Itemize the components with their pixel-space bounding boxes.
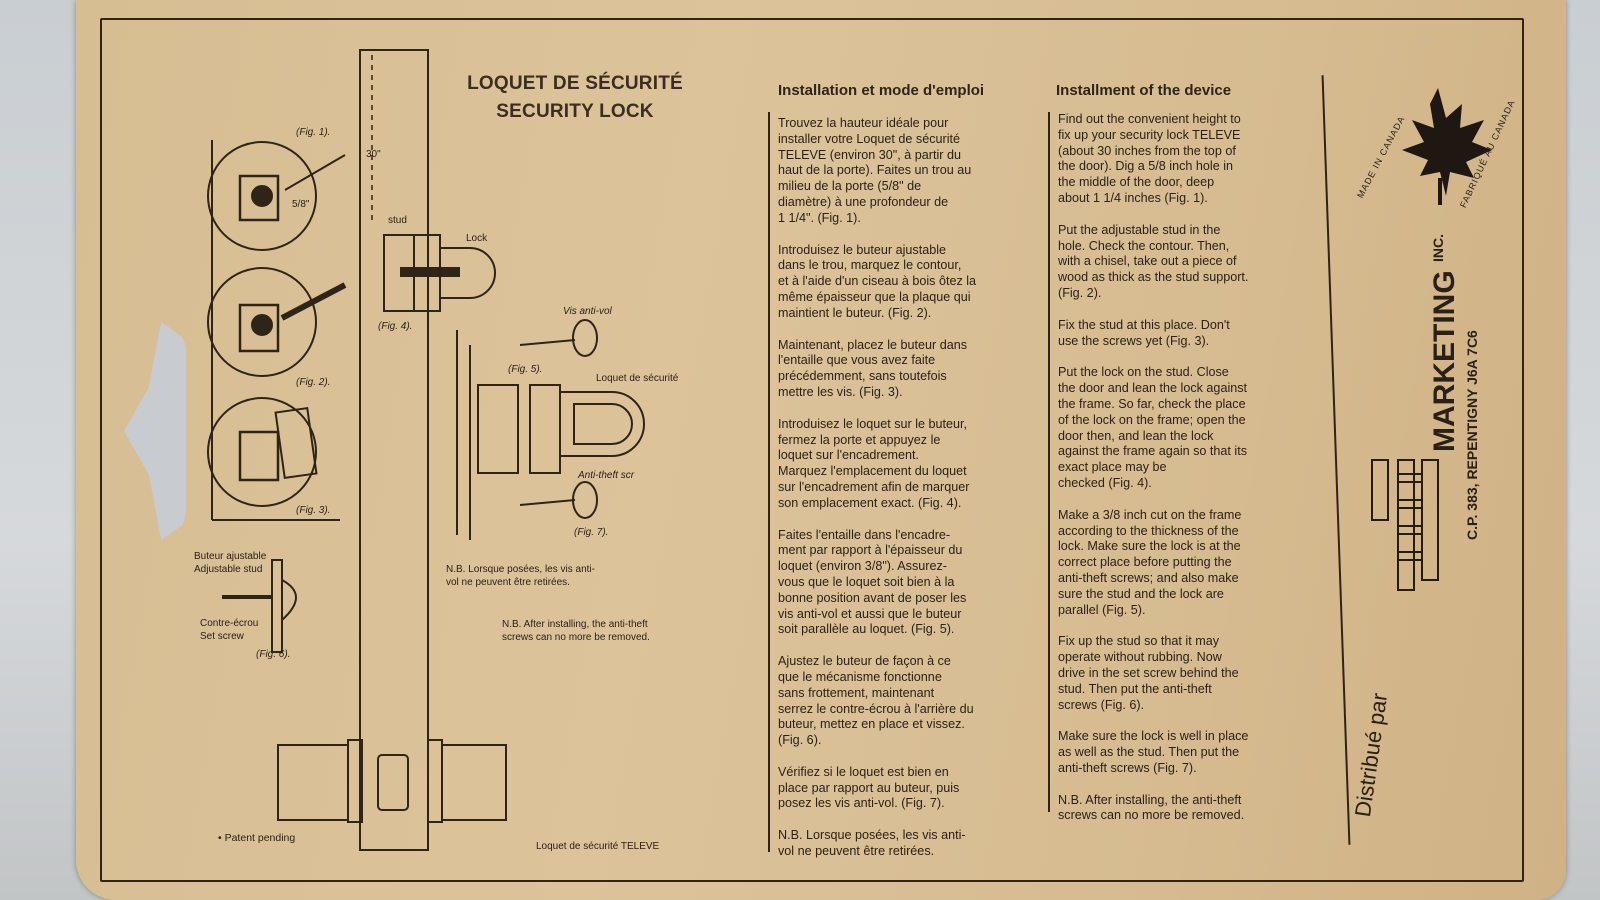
fig1-label: (Fig. 1). xyxy=(296,127,331,138)
company-inc: INC. xyxy=(1430,234,1446,262)
en-step-4: Put the lock on the stud. Close the door… xyxy=(1058,365,1248,490)
fr-step-7: Vérifiez si le loquet est bien en place … xyxy=(778,764,960,811)
en-step-6: Fix up the stud so that it may operate w… xyxy=(1058,634,1239,712)
company-address: C.P. 383, REPENTIGNY J6A 7C6 xyxy=(1464,330,1480,540)
page-title: LOQUET DE SÉCURITÉ SECURITY LOCK xyxy=(455,70,695,126)
en-step-1: Find out the convenient height to fix up… xyxy=(1058,112,1241,205)
fig3-label: (Fig. 3). xyxy=(296,505,331,516)
fr-step-2: Introduisez le buteur ajustable dans le … xyxy=(778,242,977,320)
en-step-2: Put the adjustable stud in the hole. Che… xyxy=(1058,222,1249,300)
televe-logo xyxy=(1371,459,1439,591)
note-en-diagram: N.B. After installing, the anti-theft sc… xyxy=(502,619,650,643)
fr-step-1: Trouvez la hauteur idéale pour installer… xyxy=(778,116,972,225)
stud-label: stud xyxy=(388,215,407,226)
divider-fr xyxy=(768,112,770,852)
en-step-7: Make sure the lock is well in place as w… xyxy=(1058,729,1249,775)
patent-note: • Patent pending xyxy=(218,832,296,844)
buteur-label: Buteur ajustable Adjustable stud xyxy=(194,551,267,575)
en-column: Find out the convenient height to fix up… xyxy=(1058,112,1298,840)
diagram-caption: Loquet de sécurité TELEVE xyxy=(536,841,660,852)
divider-en xyxy=(1048,112,1050,812)
fr-step-5: Faites l'entaille dans l'encadre- ment p… xyxy=(778,527,967,637)
fr-column: Trouvez la hauteur idéale pour installer… xyxy=(778,116,1018,876)
vis-antivol-label: Vis anti-vol xyxy=(563,306,612,317)
fig2-circle xyxy=(207,267,317,377)
card-border xyxy=(100,18,1524,882)
fig3-circle xyxy=(207,397,317,507)
fig5-label: (Fig. 5). xyxy=(508,364,543,375)
anti-theft-label: Anti-theft scr xyxy=(578,470,635,481)
fr-step-3: Maintenant, placez le buteur dans l'enta… xyxy=(778,337,968,399)
fig1-circle xyxy=(207,141,317,251)
lock-label: Lock xyxy=(466,233,488,244)
instruction-card xyxy=(76,0,1566,900)
fig7-label: (Fig. 7). xyxy=(574,527,609,538)
fig4-label: (Fig. 4). xyxy=(378,321,413,332)
en-note: N.B. After installing, the anti-theft sc… xyxy=(1058,792,1245,823)
title-en: SECURITY LOCK xyxy=(496,101,654,122)
en-step-5: Make a 3/8 inch cut on the frame accordi… xyxy=(1058,507,1242,617)
height-label: 30" xyxy=(366,149,381,160)
en-heading: Installment of the device xyxy=(1056,82,1232,99)
en-step-3: Fix the stud at this place. Don't use th… xyxy=(1058,317,1230,348)
note-fr-diagram: N.B. Lorsque posées, les vis anti- vol n… xyxy=(446,564,595,588)
size-label: 5/8" xyxy=(292,199,310,210)
fig2-label: (Fig. 2). xyxy=(296,377,331,388)
patent-text: Patent pending xyxy=(224,832,296,844)
loquet-label: Loquet de sécurité xyxy=(596,373,679,384)
title-fr: LOQUET DE SÉCURITÉ xyxy=(467,73,683,94)
door-frame-drawing xyxy=(359,49,429,851)
fr-step-6: Ajustez le buteur de façon à ce que le m… xyxy=(778,654,974,748)
company-name: MARKETING xyxy=(1428,270,1461,452)
fr-step-4: Introduisez le loquet sur le buteur, fer… xyxy=(778,416,970,510)
fr-note: N.B. Lorsque posées, les vis anti- vol n… xyxy=(778,828,966,859)
contre-ecrou-label: Contre-écrou Set screw xyxy=(200,618,259,642)
fr-heading: Installation et mode d'emploi xyxy=(778,82,985,99)
fig6-label: (Fig. 6). xyxy=(256,649,291,660)
